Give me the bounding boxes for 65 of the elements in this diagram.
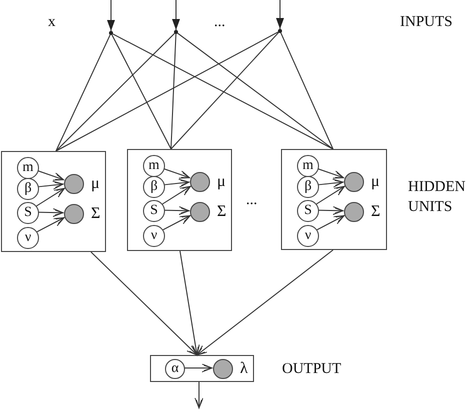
arrow xyxy=(276,0,284,30)
arrow xyxy=(107,0,115,32)
filled-circle xyxy=(190,172,210,192)
variable-symbol: S xyxy=(24,206,32,220)
ellipsis: ... xyxy=(246,190,258,210)
variable-symbol: S xyxy=(150,204,158,218)
filled-circle xyxy=(190,202,210,222)
hidden-unit-box xyxy=(281,149,387,250)
connector-line xyxy=(177,32,334,150)
symbol-label: μ xyxy=(217,174,226,190)
ellipsis: ... xyxy=(214,12,226,32)
hidden-unit-box xyxy=(127,149,232,251)
variable-symbol: β xyxy=(24,182,32,196)
filled-circle xyxy=(64,204,84,224)
variable-circle xyxy=(143,225,165,247)
variable-circle xyxy=(297,155,319,177)
variable-symbol: m xyxy=(22,161,34,175)
symbol-label: Σ xyxy=(91,206,100,222)
variable-symbol: m xyxy=(148,159,160,173)
variable-circle xyxy=(17,227,39,249)
connector-line xyxy=(170,32,280,150)
layer-label: x xyxy=(48,12,56,32)
connector-line xyxy=(112,33,334,150)
symbol-label: λ xyxy=(240,361,248,377)
arrow xyxy=(172,0,180,30)
variable-symbol: ν xyxy=(24,231,32,245)
variable-symbol: β xyxy=(304,180,312,194)
filled-circle xyxy=(344,202,364,222)
variable-circle xyxy=(297,176,319,198)
variable-symbol: S xyxy=(304,204,312,218)
connector-line xyxy=(56,34,111,152)
variable-symbol: ν xyxy=(150,229,158,243)
connector-line xyxy=(170,34,176,150)
symbol-label: Σ xyxy=(371,204,380,220)
filled-circle xyxy=(213,359,233,379)
output-unit-box xyxy=(150,355,254,382)
variable-symbol: m xyxy=(302,159,314,173)
filled-circle xyxy=(344,172,364,192)
variable-circle xyxy=(143,176,165,198)
filled-circle xyxy=(64,174,84,194)
variable-circle xyxy=(17,202,39,224)
variable-circle xyxy=(297,200,319,222)
variable-circle xyxy=(143,155,165,177)
hidden-unit-box xyxy=(1,151,106,252)
variable-circle xyxy=(143,200,165,222)
junction-point xyxy=(174,30,178,34)
junction-point xyxy=(278,29,282,33)
layer-label: INPUTS xyxy=(400,12,453,32)
connector-line xyxy=(56,32,176,152)
variable-symbol: β xyxy=(150,180,158,194)
variable-circle xyxy=(297,225,319,247)
variable-circle xyxy=(17,178,39,200)
variable-symbol: ν xyxy=(304,229,312,243)
connector-line xyxy=(56,31,279,152)
variable-circle xyxy=(165,359,185,379)
variable-symbol: α xyxy=(171,362,179,376)
connector-line xyxy=(111,34,172,150)
connector-line xyxy=(280,32,334,150)
symbol-label: μ xyxy=(91,176,100,192)
symbol-label: μ xyxy=(371,174,380,190)
variable-circle xyxy=(17,157,39,179)
junction-point xyxy=(109,31,113,35)
layer-label: OUTPUT xyxy=(282,360,342,379)
layer-label: HIDDEN UNITS xyxy=(408,178,466,217)
symbol-label: Σ xyxy=(217,204,226,220)
